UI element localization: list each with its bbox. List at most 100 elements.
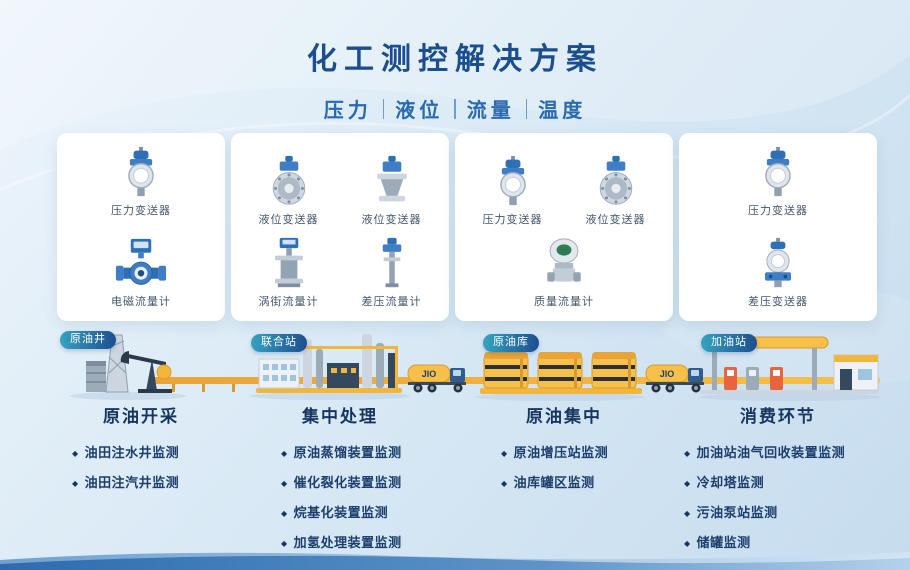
stage-item: ◆ 催化裂化装置监测 bbox=[281, 472, 449, 491]
stage-list: ◆ 原油增压站监测 ◆ 油库罐区监测 bbox=[455, 442, 673, 491]
diamond-bullet-icon: ◆ bbox=[684, 509, 691, 518]
refinery-illustration bbox=[256, 334, 402, 393]
instrument: 液位变送器 bbox=[340, 145, 443, 227]
subtitle-divider bbox=[382, 98, 385, 119]
mass-flowmeter-icon bbox=[538, 236, 590, 290]
instrument-label: 压力变送器 bbox=[111, 205, 171, 217]
instrument-label: 涡街流量计 bbox=[258, 296, 319, 308]
stage-item-text: 油田注汽井监测 bbox=[84, 475, 180, 490]
stage-title: 集中处理 bbox=[302, 407, 378, 426]
stage-column-consumption: 消费环节 ◆ 加油站油气回收装置监测 ◆ 冷却塔监测 ◆污油泵站监测 ◆储罐监测 bbox=[679, 402, 877, 562]
diamond-bullet-icon: ◆ bbox=[281, 539, 288, 548]
vortex-flowmeter-icon bbox=[263, 236, 315, 290]
diamond-bullet-icon: ◆ bbox=[501, 449, 508, 458]
instrument-card-1: 压力变送器 电磁流量计 bbox=[57, 133, 225, 321]
instrument-label: 液位变送器 bbox=[258, 214, 319, 226]
level-transmitter-icon bbox=[590, 154, 642, 208]
instrument-label: 差压流量计 bbox=[361, 296, 422, 308]
diamond-bullet-icon: ◆ bbox=[684, 539, 691, 548]
instrument: 压力变送器 bbox=[748, 145, 808, 218]
instrument-label: 压力变送器 bbox=[482, 214, 543, 226]
stage-item-text: 原油增压站监测 bbox=[513, 445, 609, 460]
flow-badge-gas-station: 加油站 bbox=[701, 334, 757, 352]
bottom-wave-decoration bbox=[0, 552, 910, 570]
stage-item-text: 原油蒸馏装置监测 bbox=[293, 445, 402, 460]
stage-item: ◆ 冷却塔监测 bbox=[684, 472, 877, 491]
stage-item: ◆ 原油增压站监测 bbox=[501, 442, 673, 461]
diamond-bullet-icon: ◆ bbox=[72, 479, 79, 488]
instrument-label: 差压变送器 bbox=[748, 296, 808, 308]
differential-pressure-transmitter-icon bbox=[752, 236, 804, 290]
instrument: 液位变送器 bbox=[237, 145, 340, 227]
stage-column-collection: 原油集中 ◆ 原油增压站监测 ◆ 油库罐区监测 bbox=[455, 402, 673, 562]
flow-badge-oil-well: 原油井 bbox=[60, 331, 116, 349]
diamond-bullet-icon: ◆ bbox=[281, 509, 288, 518]
instrument-cards: 压力变送器 电磁流量计 液位变送器 液位变送器 bbox=[57, 133, 877, 321]
stage-item: ◆储罐监测 bbox=[684, 532, 877, 551]
tanker-truck-2 bbox=[645, 364, 705, 393]
instrument-card-4: 压力变送器 差压变送器 bbox=[679, 133, 877, 321]
stage-item: ◆ 油田注水井监测 bbox=[72, 442, 225, 461]
instrument-label: 液位变送器 bbox=[361, 214, 422, 226]
instrument-card-3: 压力变送器 液位变送器 质量流量计 bbox=[455, 133, 673, 321]
instrument-label: 质量流量计 bbox=[534, 296, 594, 308]
stage-item: ◆ 油库罐区监测 bbox=[501, 472, 673, 491]
stage-title: 消费环节 bbox=[740, 407, 816, 426]
stage-title: 原油开采 bbox=[103, 407, 179, 426]
stage-item-text: 烷基化装置监测 bbox=[293, 505, 389, 520]
stage-item-text: 油田注水井监测 bbox=[84, 445, 180, 460]
instrument-label: 电磁流量计 bbox=[111, 296, 171, 308]
stage-list: ◆ 油田注水井监测 ◆ 油田注汽井监测 bbox=[57, 442, 225, 491]
storage-tank bbox=[591, 351, 637, 389]
stage-column-extraction: 原油开采 ◆ 油田注水井监测 ◆ 油田注汽井监测 bbox=[57, 402, 225, 562]
level-transmitter-icon bbox=[263, 154, 315, 208]
stage-columns: 原油开采 ◆ 油田注水井监测 ◆ 油田注汽井监测 集中处理 ◆ 原油蒸馏装置监测 ◆ 催… bbox=[57, 402, 877, 562]
stage-item: ◆ 烷基化装置监测 bbox=[281, 502, 449, 521]
diamond-bullet-icon: ◆ bbox=[281, 449, 288, 458]
stage-column-processing: 集中处理 ◆ 原油蒸馏装置监测 ◆ 催化裂化装置监测 ◆ 烷基化装置监测 ◆ 加氢处理装… bbox=[231, 402, 449, 562]
instrument: 电磁流量计 bbox=[111, 236, 171, 309]
diamond-bullet-icon: ◆ bbox=[501, 479, 508, 488]
subtitle-part-pressure: 压力 bbox=[323, 100, 372, 122]
instrument: 压力变送器 bbox=[111, 145, 171, 218]
subtitle-part-temperature: 温度 bbox=[538, 100, 587, 122]
storage-tank bbox=[483, 351, 529, 389]
stage-item-text: 油库罐区监测 bbox=[513, 475, 595, 490]
diamond-bullet-icon: ◆ bbox=[281, 479, 288, 488]
storage-tank bbox=[537, 351, 583, 389]
stage-item: ◆ 加氢处理装置监测 bbox=[281, 532, 449, 551]
oil-depot-illustration bbox=[480, 351, 642, 394]
process-flow-illustration: JIO bbox=[70, 334, 880, 401]
stage-item-text: 催化裂化装置监测 bbox=[293, 475, 402, 490]
stage-item-text: 加氢处理装置监测 bbox=[293, 535, 402, 550]
instrument-label: 压力变送器 bbox=[748, 205, 808, 217]
stage-item-text: 加油站油气回收装置监测 bbox=[696, 445, 846, 460]
subtitle: 压力 液位 流量 温度 bbox=[0, 94, 910, 123]
instrument-card-2: 液位变送器 液位变送器 涡街流量计 差压流量计 bbox=[231, 133, 449, 321]
instrument: 差压变送器 bbox=[748, 236, 808, 309]
flow-badge-oil-depot: 原油库 bbox=[483, 334, 539, 352]
instrument: 液位变送器 bbox=[564, 145, 667, 227]
header: 化工测控解决方案 压力 液位 流量 温度 bbox=[0, 34, 910, 123]
diamond-bullet-icon: ◆ bbox=[684, 449, 691, 458]
flow-badge-union-station: 联合站 bbox=[251, 334, 307, 352]
diamond-bullet-icon: ◆ bbox=[684, 479, 691, 488]
pressure-transmitter-icon bbox=[115, 145, 167, 199]
stage-list: ◆ 原油蒸馏装置监测 ◆ 催化裂化装置监测 ◆ 烷基化装置监测 ◆ 加氢处理装置监测 bbox=[231, 442, 449, 551]
instrument: 质量流量计 bbox=[461, 227, 667, 309]
stage-item: ◆ 加油站油气回收装置监测 bbox=[684, 442, 877, 461]
subtitle-part-flow: 流量 bbox=[466, 100, 515, 122]
diamond-bullet-icon: ◆ bbox=[72, 449, 79, 458]
electromagnetic-flowmeter-icon bbox=[115, 236, 167, 290]
stage-title: 原油集中 bbox=[526, 407, 602, 426]
pressure-transmitter-icon bbox=[752, 145, 804, 199]
stage-item: ◆ 原油蒸馏装置监测 bbox=[281, 442, 449, 461]
stage-item-text: 冷却塔监测 bbox=[696, 475, 765, 490]
level-transmitter-icon bbox=[366, 154, 418, 208]
instrument: 涡街流量计 bbox=[237, 227, 340, 309]
stage-item: ◆污油泵站监测 bbox=[684, 502, 877, 521]
tanker-truck-1 bbox=[407, 364, 467, 393]
pressure-transmitter-icon bbox=[487, 154, 539, 208]
stage-item: ◆ 油田注汽井监测 bbox=[72, 472, 225, 491]
oil-well-illustration bbox=[86, 334, 172, 393]
